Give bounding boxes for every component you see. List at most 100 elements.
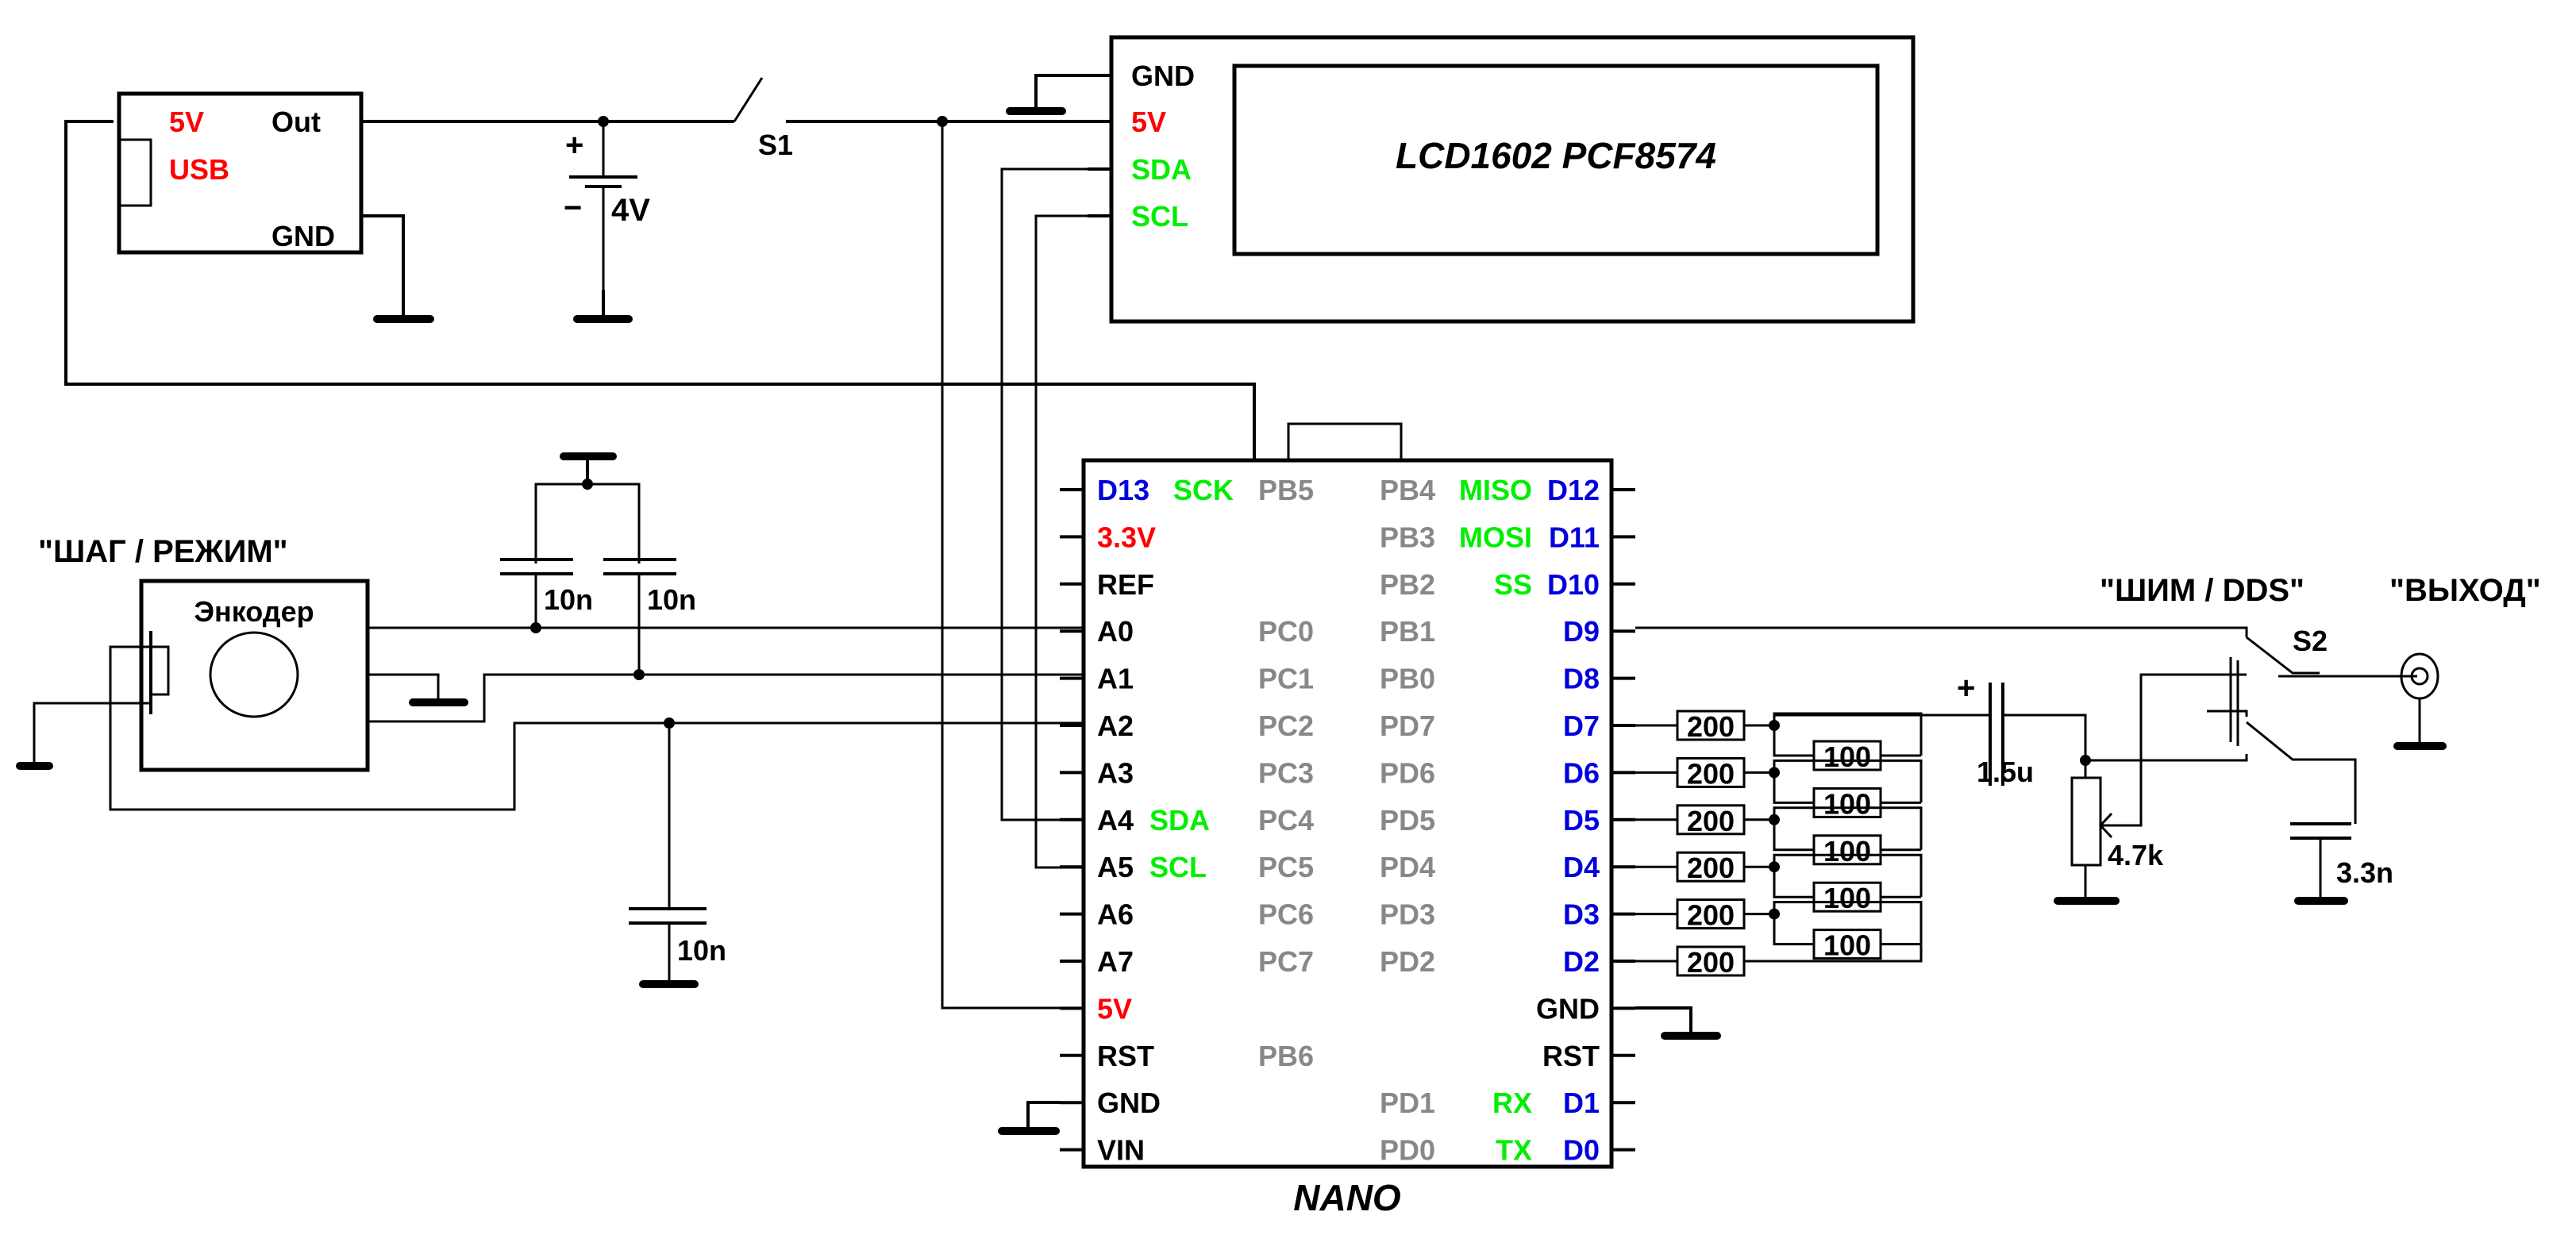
resistor-value-label: 100 [1823, 882, 1871, 914]
nano-pin-label: D1 [1563, 1087, 1600, 1119]
battery-minus-label: − [564, 190, 582, 225]
encoder-label: Энкодер [194, 595, 314, 628]
battery-4v: + − 4V [564, 121, 650, 323]
resistor-value-label: 200 [1687, 710, 1735, 743]
switch-s1-label: S1 [758, 129, 793, 161]
nano-pin-alt-label: SCK [1173, 474, 1234, 506]
lcd-pin-gnd-label: GND [1131, 60, 1195, 92]
nano-pin-label: D9 [1563, 615, 1600, 648]
usb-power-module: 5V USB Out GND [117, 91, 364, 255]
encoder-button-icon[interactable] [149, 645, 170, 696]
capacitor-pair-10n: 10n 10n [500, 452, 696, 680]
nano-pin-label: D13 [1097, 474, 1149, 506]
resistor-value-label: 200 [1687, 852, 1735, 884]
nano-pin-label: 5V [1097, 992, 1132, 1025]
nano-pin-label: D4 [1563, 851, 1600, 883]
battery-plus-label: + [565, 128, 583, 163]
nano-pin-label: RST [1097, 1040, 1154, 1072]
usb-out-pin-label: Out [271, 106, 321, 138]
nano-pin-label: D6 [1563, 756, 1600, 789]
lcd-screen [1232, 63, 1880, 256]
nano-port-label: PD0 [1380, 1134, 1435, 1167]
nano-port-label: PB0 [1380, 663, 1435, 695]
resistor-value-label: 200 [1687, 757, 1735, 790]
nano-pin-label: A6 [1097, 898, 1134, 931]
nano-pin-label: D2 [1563, 945, 1600, 978]
usb-5v-label: 5V [169, 106, 204, 138]
nano-port-label: PD7 [1380, 710, 1435, 742]
nano-port-label: PC3 [1258, 756, 1314, 789]
switch-s2-pole-2[interactable] [2246, 721, 2357, 824]
nano-port-label: PC4 [1258, 804, 1314, 837]
potentiometer[interactable]: 4.7k [2054, 673, 2247, 905]
switch-lever-icon[interactable] [733, 77, 764, 122]
nano-pin-alt-label: SS [1494, 568, 1532, 601]
cap-coupling-plus: + [1957, 671, 1975, 706]
nano-port-label: PD6 [1380, 756, 1435, 789]
resistor-value-label: 200 [1687, 946, 1735, 979]
cap-a0-value: 10n [544, 583, 593, 616]
resistor-value-label: 100 [1823, 929, 1871, 962]
nano-port-label: PC6 [1258, 898, 1314, 931]
wire-encoder-btn-gnd [33, 702, 151, 766]
cap-coupling-value: 1.5u [1977, 756, 2034, 788]
nano-port-label: PB1 [1380, 615, 1435, 648]
nano-pin-label: VIN [1097, 1134, 1145, 1167]
nano-pin-alt-label: RX [1492, 1087, 1532, 1119]
nano-pin-label: RST [1542, 1040, 1600, 1072]
nano-port-label: PB3 [1380, 521, 1435, 553]
nano-pin-label: D3 [1563, 898, 1600, 931]
wire-dac-to-s2 [2085, 754, 2248, 762]
wire-sda [1000, 167, 1111, 821]
wire-lcd-gnd [1034, 74, 1111, 111]
encoder-caption: "ШАГ / РЕЖИМ" [38, 534, 288, 569]
wire-d9-to-s2 [1635, 626, 2248, 637]
nano-body [1081, 458, 1614, 1169]
nano-pin-alt-label: SDA [1149, 804, 1210, 837]
encoder-knob-icon[interactable] [209, 631, 299, 718]
switch-s2-pole-1[interactable] [2246, 636, 2320, 675]
lcd-pin-sda-label: SDA [1131, 153, 1192, 186]
resistor-value-label: 100 [1823, 787, 1871, 820]
cap-out-value: 3.3n [2336, 856, 2393, 889]
nano-pin-label: D10 [1547, 568, 1600, 601]
potentiometer-body[interactable] [2070, 776, 2102, 867]
lcd-pin-scl-label: SCL [1131, 200, 1188, 233]
nano-pin-label: D12 [1547, 474, 1600, 506]
nano-port-label: PB4 [1380, 474, 1435, 506]
nano-pin-label: D11 [1549, 521, 1600, 553]
nano-port-label: PB2 [1380, 568, 1435, 601]
wire-s2-aux [2207, 710, 2248, 717]
encoder-module[interactable]: "ШАГ / РЕЖИМ" Энкодер [38, 534, 370, 772]
switch-s1[interactable]: S1 [733, 77, 793, 161]
wire-usb-gnd [361, 214, 405, 319]
wire-usb-5v-to-nano [64, 120, 1256, 460]
switch-s2-caption: "ШИМ / DDS" [2100, 573, 2305, 608]
lcd-pin-5v-label: 5V [1131, 106, 1166, 138]
nano-pin-label: 3.3V [1097, 521, 1156, 553]
nano-port-label: PC1 [1258, 663, 1314, 695]
nano-pin-label: D5 [1563, 804, 1600, 837]
junction-dot [633, 669, 645, 680]
wire-encoder-btn-to-a2 [109, 645, 1084, 811]
nano-title: NANO [1293, 1177, 1401, 1218]
nano-port-label: PB6 [1258, 1040, 1314, 1072]
switch-s2[interactable]: "ШИМ / DDS" S2 [2100, 573, 2357, 824]
wire-nano-gnd [1026, 1101, 1060, 1131]
nano-pin-alt-label: MOSI [1459, 521, 1532, 553]
nano-pin-label: A4 [1097, 804, 1134, 837]
output-connector[interactable]: "ВЫХОД" [2389, 573, 2541, 750]
nano-pin-label: GND [1536, 992, 1600, 1025]
nano-pin-label: A2 [1097, 710, 1134, 742]
nano-pin-label: A3 [1097, 756, 1134, 789]
nano-port-label: PC5 [1258, 851, 1314, 883]
nano-pin-label: A5 [1097, 851, 1134, 883]
nano-pin-label: A1 [1097, 663, 1134, 695]
encoder-body [139, 579, 370, 772]
bnc-center-icon [2410, 667, 2429, 686]
capacitor-output-3n3: 3.3n [2290, 822, 2393, 905]
nano-port-label: PC0 [1258, 615, 1314, 648]
nano-port-label: PD5 [1380, 804, 1435, 837]
